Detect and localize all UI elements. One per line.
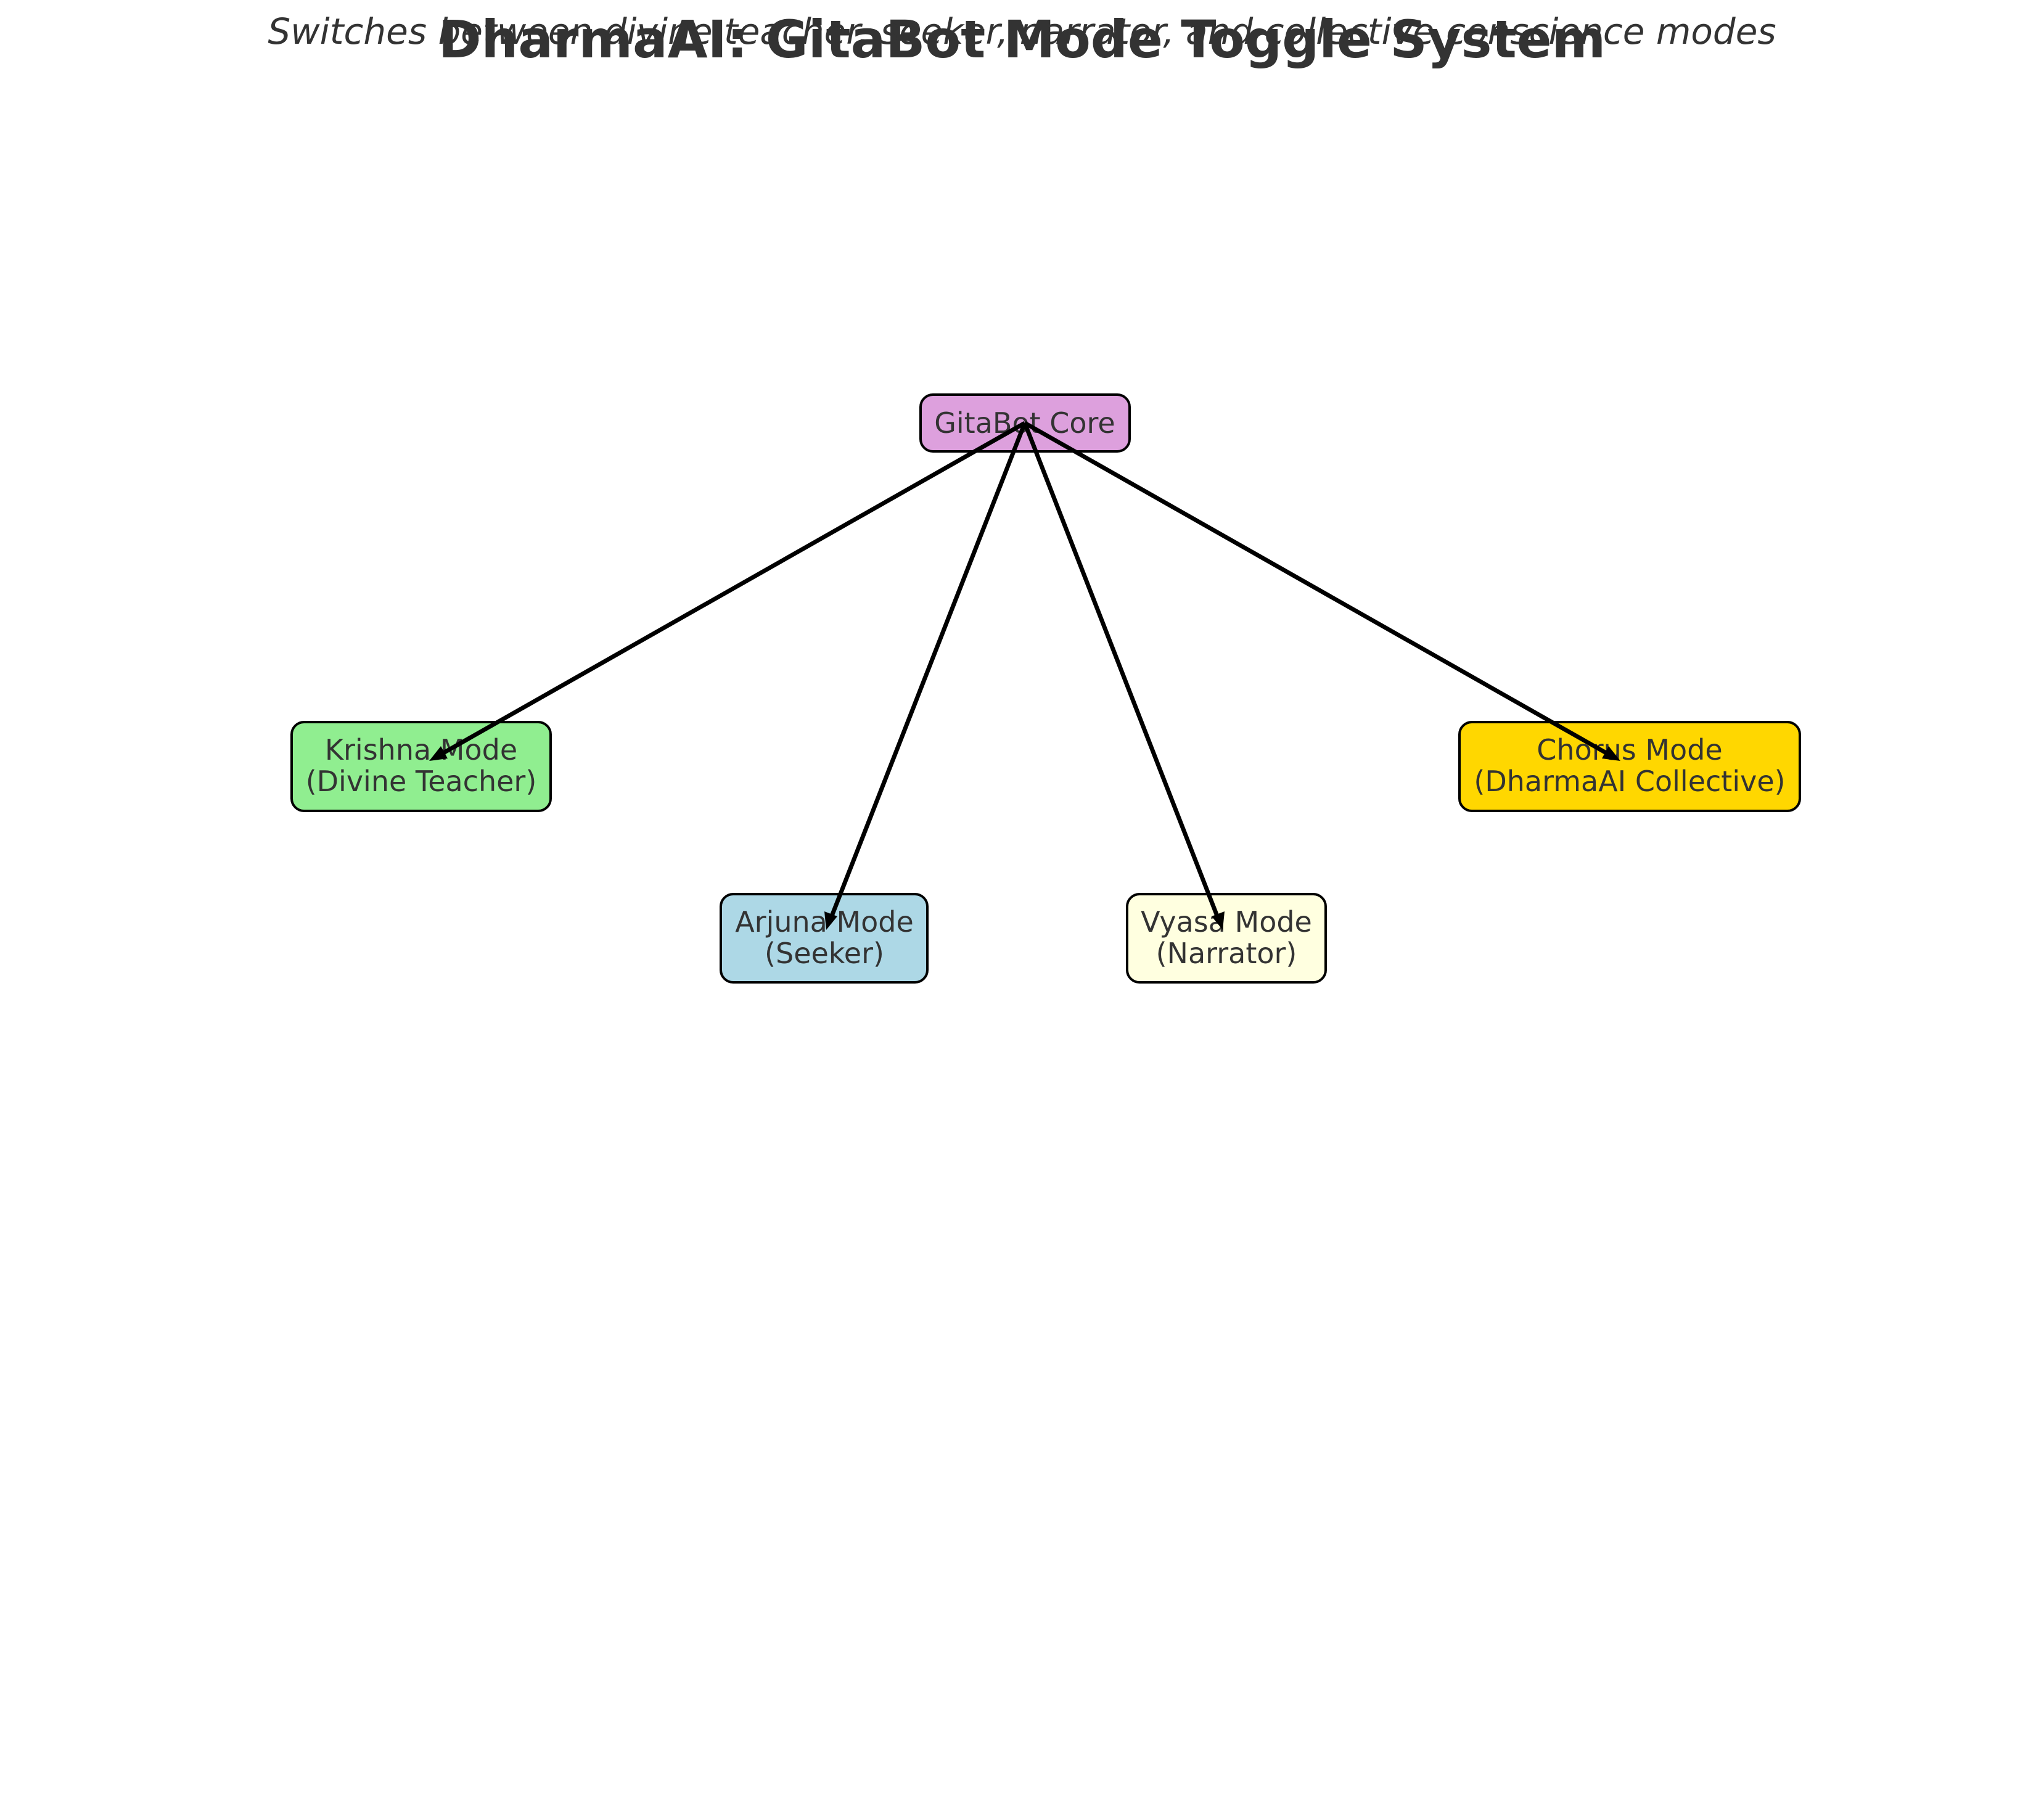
node-chorus-label: Chorus Mode: [1537, 733, 1722, 766]
node-arjuna-sublabel: (Seeker): [765, 937, 884, 970]
node-arjuna-box: [720, 893, 929, 984]
node-vyasa[interactable]: Vyasa Mode (Narrator): [1126, 893, 1327, 984]
node-chorus-box: [1458, 721, 1801, 812]
node-krishna[interactable]: Krishna Mode (Divine Teacher): [290, 721, 552, 812]
node-arjuna-label: Arjuna Mode: [735, 905, 914, 939]
edge-core-krishna: [429, 421, 1026, 761]
edge-core-chorus: [1024, 421, 1620, 761]
node-vyasa-sublabel: (Narrator): [1156, 937, 1297, 970]
node-krishna-sublabel: (Divine Teacher): [306, 765, 537, 798]
diagram-subtitle: Switches between divine teacher, seeker,…: [268, 10, 1776, 52]
node-chorus[interactable]: Chorus Mode (DharmaAI Collective): [1458, 721, 1801, 812]
node-arjuna[interactable]: Arjuna Mode (Seeker): [720, 893, 929, 984]
node-vyasa-label: Vyasa Mode: [1141, 905, 1312, 939]
node-vyasa-box: [1126, 893, 1327, 984]
node-chorus-sublabel: (DharmaAI Collective): [1474, 765, 1785, 798]
node-krishna-box: [290, 721, 552, 812]
edge-core-arjuna: [824, 422, 1027, 930]
edge-core-vyasa: [1022, 422, 1225, 930]
node-krishna-label: Krishna Mode: [325, 733, 517, 766]
diagram-title: DharmaAI: GitaBot Mode Toggle System: [438, 9, 1606, 70]
